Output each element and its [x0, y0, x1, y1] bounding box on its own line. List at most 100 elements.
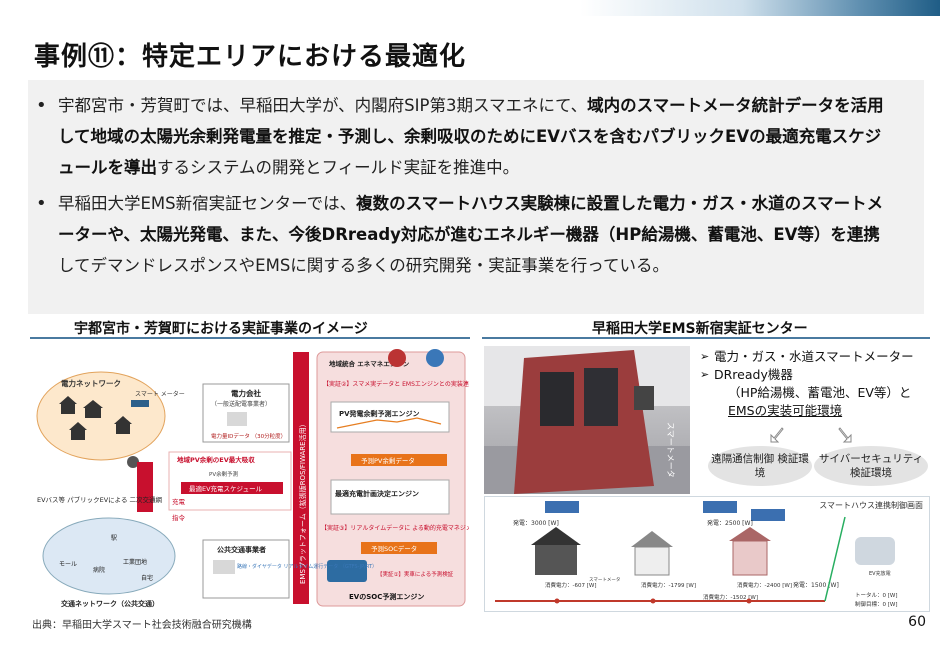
gen1-label: 発電：3000 [W] — [513, 519, 559, 527]
hospital-label: 病院 — [93, 566, 105, 574]
left-caption-underline — [30, 337, 470, 339]
ems-platform-label: EMSプラットフォーム（拡張版ROS/FIWARE活用） — [298, 420, 307, 584]
house-b-label: 消費電力：-1799 [W] — [641, 581, 696, 589]
bullet-2-run-3: してデマンドレスポンスやEMSに関する多くの研究開発・実証事業を行っている。 — [58, 256, 669, 275]
feature-item-1: 電力・ガス・水道スマートメーター — [700, 348, 914, 366]
ev-absorb-box — [168, 451, 292, 511]
pv-forecast-badge — [351, 454, 447, 466]
smart-meter-label: スマート メーター — [135, 390, 185, 398]
bullet-1-run-1: 宇都宮市・芳賀町では、早稲田大学が、内閣府SIP第3期スマエネにて、 — [58, 96, 588, 115]
house-b — [631, 531, 673, 576]
left-figure-caption: 宇都宮市・芳賀町における実証事業のイメージ — [74, 321, 368, 337]
ev-schedule-label: 最適EV充電スケジュール — [189, 484, 263, 493]
public-transport-label: 公共交通事業者 — [217, 545, 266, 554]
house-c-label: 消費電力：-2400 [W] — [737, 581, 792, 589]
soc-engine-label: EVのSOC予測エンジン — [349, 592, 424, 601]
smart-meter-diagram-label: スマートメータ — [589, 576, 620, 583]
home-label: 自宅 — [141, 574, 153, 582]
demo2-label: 【実証②】スマメ実データと EMSエンジンとの実装連携 — [323, 380, 469, 388]
window-right — [584, 368, 618, 426]
feature-item-2-sub: （HP給湯機、蓄電池、EV等）と — [728, 385, 912, 400]
gen3-label: 発電：1500 [W] — [793, 581, 839, 589]
ev-line — [824, 516, 846, 602]
node-3 — [746, 598, 752, 604]
ev-bus-icon — [327, 560, 367, 582]
regional-box-label: 地域統合 エネマネエンジン — [329, 359, 410, 368]
bullet-2-run-2: 複数のスマートハウス実験棟に設置した電力・ガス・水道のスマートメーターや、太陽光… — [58, 194, 884, 244]
solar-panel-1 — [545, 501, 579, 513]
house-a — [531, 527, 581, 575]
cyber-security-env: サイバーセキュリティ 検証環境 — [814, 446, 928, 486]
page-number: 60 — [908, 614, 926, 630]
gen2-label: 発電：2500 [W] — [707, 519, 753, 527]
house-icons — [59, 396, 149, 440]
header-accent-bar — [580, 0, 940, 16]
ev-schedule-badge — [181, 482, 283, 494]
ev-car-icon — [855, 537, 895, 565]
control-diagram-svg: 発電：3000 [W] 発電：2500 [W] 発電：1500 [W] 消費電力… — [495, 501, 897, 608]
left-diagram: 電力ネットワーク スマート メーター 電力会社 （一般送配電事業者） 電力量ID… — [31, 344, 502, 612]
feature-list: 電力・ガス・水道スマートメーター DRready機器 （HP給湯機、蓄電池、EV… — [700, 348, 914, 420]
industrial-label: 工業団地 — [123, 558, 147, 566]
photo-svg: スマートメータ — [484, 346, 690, 494]
pv-engine-box — [330, 401, 450, 433]
route-data-label: 路線・ダイヤデータ リアルタイム運行データ （GTFS-JP/RT） — [237, 563, 377, 570]
right-figure-caption: 早稲田大学EMS新宿実証センター — [592, 321, 808, 337]
ev-bus-network-label: EVバス等 パブリックEVによる 二次交通網 — [37, 495, 163, 504]
power-company-sub: （一般送配電事業者） — [211, 400, 271, 408]
right-caption-underline — [482, 337, 930, 339]
remote-control-env: 遠隔通信制御 検証環境 — [708, 446, 812, 486]
transport-network-label: 交通ネットワーク（公共交通） — [61, 599, 159, 608]
arrow-down-right-icon — [838, 427, 852, 443]
pv-forecast-label: 予測PV余剰データ — [361, 456, 415, 465]
pv-forecast-small: PV余剰予測 — [209, 470, 239, 478]
solar-panel-3 — [751, 509, 785, 521]
total-label: トータル：0 [W] — [855, 591, 897, 599]
bullet-box: 宇都宮市・芳賀町では、早稲田大学が、内閣府SIP第3期スマエネにて、域内のスマー… — [28, 80, 924, 314]
soc-forecast-badge — [361, 542, 437, 554]
arrow-down-left-icon — [770, 427, 784, 443]
bullet-1-run-2: 域内のスマートメータ統計データを活用して地域の太陽光余剰発電量を推定・予測し、余… — [58, 96, 884, 177]
source-note: 出典：早稲田大学スマート社会技術融合研究機構 — [32, 620, 252, 631]
meter-data-label: 電力量IDデータ （30分粒度） — [211, 432, 286, 440]
power-sector-circle — [388, 349, 406, 367]
diagram-title: スマートハウス連携制御画面 — [819, 501, 923, 510]
house-d-label: 消費電力：-1502 [W] — [703, 593, 758, 601]
left-diagram-svg: 電力ネットワーク スマート メーター 電力会社 （一般送配電事業者） 電力量ID… — [31, 344, 502, 612]
slide-title: 事例⑪：特定エリアにおける最適化 — [34, 42, 467, 72]
ems-platform-bar — [293, 352, 309, 604]
smart-house-control-diagram: スマートハウス連携制御画面 発電：3000 [W] 発電：2500 [W] 発電… — [484, 496, 930, 612]
meter-box — [634, 386, 654, 410]
house-a-label: 消費電力：-607 [W] — [545, 581, 596, 589]
charge-label: 充電 — [172, 497, 186, 506]
feature-item-2-sub2: EMSの実装可能環境 — [728, 403, 843, 418]
solar-panel-2 — [703, 501, 737, 513]
feature-item-2: DRready機器 — [700, 366, 914, 384]
bullet-2-run-1: 早稲田大学EMS新宿実証センターでは、 — [58, 194, 357, 213]
opt-engine-label: 最適充電計画決定エンジン — [335, 489, 419, 498]
pv-curve — [336, 417, 442, 429]
mall-label: モール — [59, 561, 77, 568]
ev-absorb-label: 地域PV余剰のEV最大吸収 — [177, 455, 255, 464]
database-icon — [227, 412, 247, 426]
power-company-label: 電力会社 — [231, 388, 261, 398]
pv-engine-label: PV発電余剰予測エンジン — [339, 409, 420, 418]
smart-house-photo: スマートメータ — [484, 346, 690, 494]
demo3-label: 【実証③】リアルタイムデータに よる動的充電マネジメントの実装 — [321, 524, 469, 532]
node-1 — [554, 598, 560, 604]
photo-meter-label: スマートメータ — [666, 422, 675, 478]
station-label: 駅 — [111, 535, 117, 542]
node-2 — [650, 598, 656, 604]
opt-engine-box — [330, 479, 450, 515]
target-label: 制御目標：0 [W] — [855, 600, 897, 608]
charging-station-bar — [137, 462, 153, 512]
house-c — [729, 527, 771, 576]
route-database-icon — [213, 560, 235, 574]
command-label: 指令 — [172, 513, 186, 522]
demo1-label: 【実証①】実車による予測検証 — [377, 570, 454, 578]
transport-cloud — [42, 517, 176, 595]
ev-label: EV充放電 — [869, 570, 891, 577]
window-left — [540, 372, 574, 426]
transport-sector-circle — [426, 349, 444, 367]
